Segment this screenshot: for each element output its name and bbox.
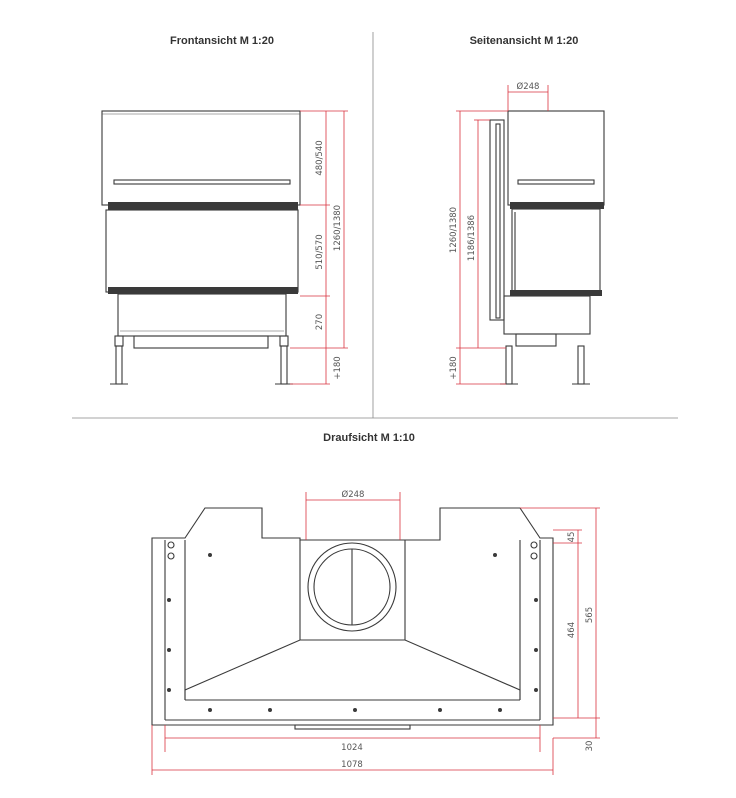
dim-top-1024: 1024: [341, 743, 363, 753]
top-view-title: Draufsicht M 1:10: [323, 432, 415, 444]
front-glass: [105, 209, 299, 293]
side-dimensions: Ø248 1260/1380 1186/1386 +180: [449, 81, 549, 385]
front-view-drawing: [101, 110, 301, 385]
side-leg-left: [505, 345, 513, 385]
dim-top-464: 464: [567, 622, 577, 638]
dim-side-1186-1386: 1186/1386: [467, 215, 477, 261]
dim-front-510-570: 510/570: [315, 234, 325, 269]
dim-top-565: 565: [585, 607, 595, 623]
top-back-wall: [184, 639, 521, 700]
side-base: [503, 295, 591, 335]
dim-front-480-540: 480/540: [315, 140, 325, 175]
side-view-title: Seitenansicht M 1:20: [470, 35, 579, 47]
dim-front-1260-1380: 1260/1380: [333, 205, 343, 251]
front-hood: [101, 110, 301, 206]
top-outer-body: [151, 507, 554, 726]
dim-front-180: +180: [333, 356, 343, 379]
side-back-panel: [489, 119, 505, 321]
dim-front-270: 270: [315, 314, 325, 330]
front-ash-box: [133, 335, 269, 349]
dim-side-1260-1380: 1260/1380: [449, 207, 459, 253]
top-view-drawing: [151, 507, 554, 730]
front-leg-right: [280, 345, 288, 385]
dim-side-180: +180: [449, 356, 459, 379]
dim-top-30: 30: [585, 741, 595, 752]
front-view-title: Frontansicht M 1:20: [170, 35, 274, 47]
side-hood: [507, 110, 605, 206]
front-bottom-frame: [108, 287, 298, 294]
dim-side-diameter: Ø248: [517, 81, 540, 92]
top-dimensions: Ø248 45 464 565 30 1024 1078: [151, 489, 600, 775]
dim-top-1078: 1078: [341, 760, 363, 770]
side-view-drawing: [489, 110, 605, 385]
front-hood-slot: [113, 179, 291, 185]
front-base: [117, 293, 287, 337]
front-dimensions: 480/540 510/570 1260/1380 270 +180: [290, 110, 348, 385]
dim-top-45: 45: [567, 532, 577, 543]
front-top-frame: [108, 202, 298, 210]
side-glass: [511, 208, 601, 294]
front-leg-left: [115, 345, 123, 385]
top-flue-outer: [307, 542, 397, 632]
side-leg-right: [577, 345, 585, 385]
dim-top-diameter: Ø248: [342, 489, 365, 500]
